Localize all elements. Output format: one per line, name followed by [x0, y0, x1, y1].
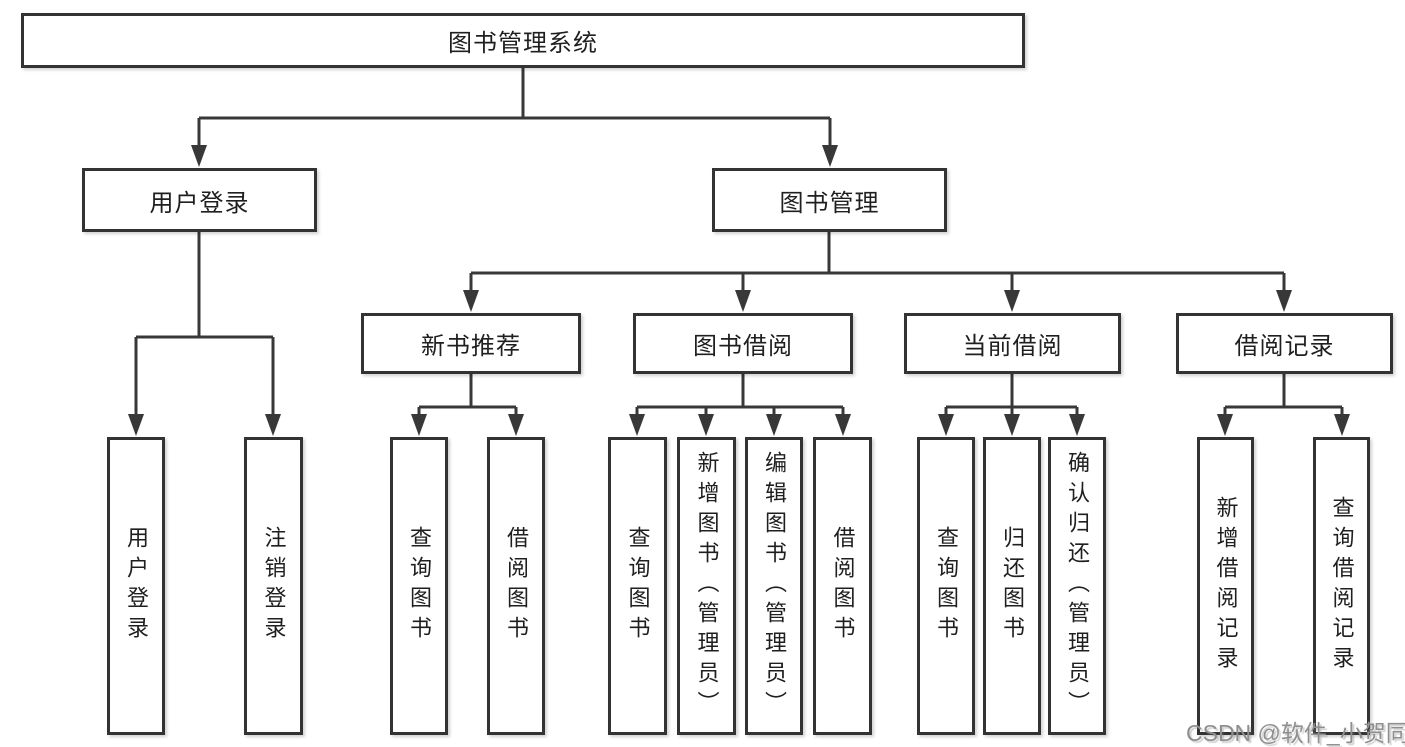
leaf-borrow-books-recommend: 借阅图书 — [487, 437, 545, 735]
node-label: 查询图书 — [934, 526, 959, 646]
node-new-book-recommendation: 新书推荐 — [361, 313, 581, 374]
leaf-query-books-recommend: 查询图书 — [390, 437, 448, 735]
leaf-confirm-return-admin: 确认归还（管理员） — [1048, 437, 1106, 735]
node-label: 图书管理 — [779, 189, 880, 217]
node-label: 查询图书 — [625, 526, 651, 646]
node-label: 用户登录 — [124, 526, 149, 646]
node-borrowing-records: 借阅记录 — [1176, 313, 1393, 374]
node-label: 借阅记录 — [1234, 333, 1335, 360]
node-label: 注销登录 — [261, 526, 287, 646]
node-label: 新书推荐 — [421, 333, 521, 360]
node-label: 查询图书 — [407, 526, 432, 646]
leaf-logout: 注销登录 — [244, 437, 303, 735]
node-label: 图书管理系统 — [448, 30, 598, 57]
node-label: 图书借阅 — [693, 333, 793, 360]
node-label: 查询借阅记录 — [1329, 496, 1355, 676]
watermark: CSDN @软件_小贺同学 — [1186, 720, 1405, 746]
node-label: 归还图书 — [1000, 526, 1025, 646]
leaf-borrow-books-borrowing: 借阅图书 — [813, 437, 872, 735]
node-label: 新增借阅记录 — [1213, 496, 1239, 676]
node-user-login: 用户登录 — [82, 168, 317, 232]
node-label: 编辑图书（管理员） — [762, 451, 787, 721]
node-label: 用户登录 — [149, 189, 250, 217]
node-current-borrowing: 当前借阅 — [904, 313, 1121, 374]
leaf-edit-book-admin: 编辑图书（管理员） — [745, 437, 803, 735]
leaf-query-books-current: 查询图书 — [917, 437, 975, 735]
node-label: 当前借阅 — [962, 333, 1063, 360]
leaf-add-book-admin: 新增图书（管理员） — [677, 437, 736, 735]
node-label: 确认归还（管理员） — [1065, 451, 1090, 721]
leaf-query-borrow-record: 查询借阅记录 — [1313, 437, 1370, 735]
node-label: 借阅图书 — [830, 526, 856, 646]
leaf-add-borrow-record: 新增借阅记录 — [1197, 437, 1254, 735]
leaf-return-books: 归还图书 — [983, 437, 1041, 735]
node-label: 新增图书（管理员） — [694, 451, 720, 721]
node-label: 借阅图书 — [504, 526, 529, 646]
leaf-user-login: 用户登录 — [107, 437, 165, 735]
node-book-borrowing: 图书借阅 — [633, 313, 853, 374]
node-library-management-system: 图书管理系统 — [21, 13, 1025, 68]
node-book-management: 图书管理 — [712, 168, 947, 232]
leaf-query-books-borrowing: 查询图书 — [608, 437, 667, 735]
